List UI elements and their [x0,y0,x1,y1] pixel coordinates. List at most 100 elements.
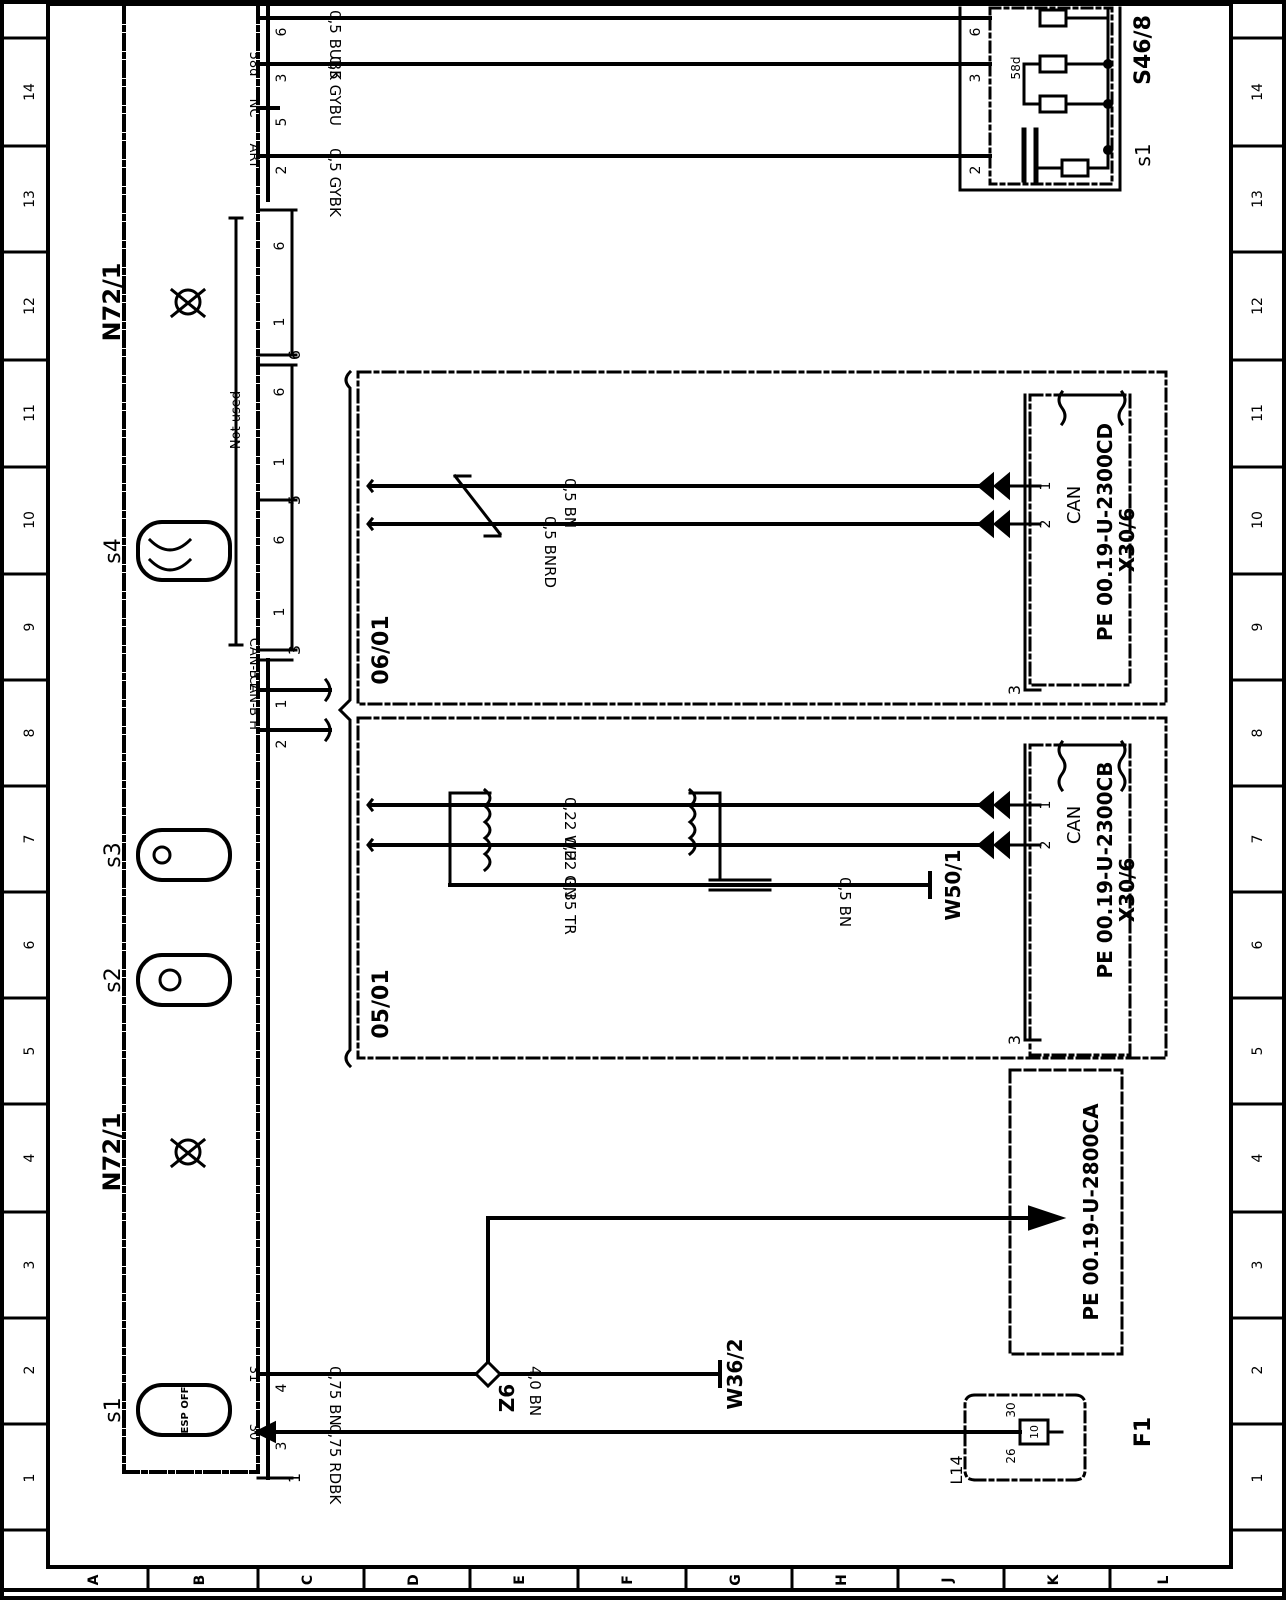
can-pin-1: 1 [1038,801,1054,810]
row-num: 2 [1250,1366,1266,1375]
wire-label-tr: 0,35 TR [561,877,579,935]
row-num: 9 [1250,623,1266,632]
w36-label: W36/2 [723,1338,747,1409]
pin-num: 5 [274,118,290,127]
row-num: 8 [22,729,38,738]
top-wires [256,16,992,158]
row-num: 6 [1250,940,1266,949]
can-ref-0501: PE 00.19-U-2300CB [1093,762,1117,979]
wire-label-wh: 0,22 WH [561,797,579,861]
pin-label-30: 30 [246,1424,261,1441]
pin-label-nc: NC [246,99,261,118]
switch-block-s46-8 [958,6,1122,192]
col-letter: B [192,1575,208,1586]
col-letter: C [300,1575,316,1585]
switch-s3 [136,828,232,882]
wire-label-bn40: 4,0 BN [526,1366,544,1416]
row-num: 4 [22,1153,38,1162]
row-num: 5 [1250,1047,1266,1056]
sub-conn-end: 3 [285,645,304,655]
wire-label-bnrd: 0,5 BNRD [541,516,559,588]
can-conn-0601: X30/6 [1115,508,1139,572]
fuse-26: 26 [1004,1448,1018,1463]
pin-label-58d: 58d [246,52,261,77]
col-letter: F [620,1575,636,1585]
row-num: 10 [22,511,38,529]
can-pin-3: 3 [1005,685,1024,695]
wire-label-bn05-w50: 0,5 BN [836,877,854,927]
row-num: 14 [22,83,38,101]
sub-conn-pin: 6 [272,241,288,250]
s46-pin-3: 3 [968,74,984,83]
can-bus-0601: CAN [1064,486,1085,524]
row-num: 1 [22,1474,38,1483]
can-bus-0501: CAN [1064,806,1085,844]
col-letter: A [86,1574,102,1585]
f1-label: F1 [1131,1417,1156,1447]
wire-label-gn: 0,22 GN [561,837,579,898]
row-num: 12 [22,297,38,315]
row-num: 8 [1250,729,1266,738]
row-num: 12 [1250,297,1266,315]
pin-label-can-l: CAN-B L [246,638,261,691]
transistor-icon-top [169,287,207,319]
can-date-0601: 06/01 [369,615,394,684]
s46-pin-6: 6 [968,27,984,36]
row-num: 5 [22,1047,38,1056]
col-letter: L [1156,1575,1172,1584]
sub-conn-pin: 1 [272,318,288,327]
pin-label-art: ART [246,144,261,169]
wire-label-bubk: 0,5 BUBK [326,10,344,81]
can-pin-3: 3 [1005,1035,1024,1045]
row-num: 10 [1250,511,1266,529]
wire-label-bn075: 0,75 BN [326,1366,344,1426]
ref-box [1008,1068,1124,1356]
n72-label-top: N72/1 [98,263,126,342]
row-num: 9 [22,623,38,632]
ref-box-label: PE 00.19-U-2800CA [1079,1103,1103,1321]
pin-num: 6 [274,27,290,36]
can-date-0501: 05/01 [369,969,394,1038]
wire-rdbk [253,1420,1007,1444]
switch-s1 [136,1383,232,1437]
col-letter: D [406,1574,422,1586]
row-num: 1 [1250,1474,1266,1483]
pin-label-31: 31 [246,1366,261,1383]
w50-label: W50/1 [941,849,965,920]
fuse-30: 30 [1004,1402,1018,1417]
switch-s4 [136,520,232,582]
row-num: 4 [1250,1153,1266,1162]
sub-conn-end: 5 [285,495,304,505]
sub-conn-pin: 6 [272,535,288,544]
wire-label-gybu: 0,5 GYBU [326,56,344,126]
control-unit-n72-1 [122,6,260,1474]
s46-s1-label: s1 [1131,143,1155,166]
row-num: 11 [1250,404,1266,422]
s46-label: S46/8 [1131,15,1156,85]
pin-label-can-h: CAN-B H [246,675,261,730]
n72-label-bottom: N72/1 [98,1113,126,1192]
can-pin-2: 2 [1038,520,1054,529]
fuse-10: 10 [1028,1425,1041,1439]
labels: 1 2 3 4 5 6 7 8 9 10 11 12 13 14 1 2 3 4… [22,10,1266,1586]
wire-label-gybk: 0,5 GYBK [326,148,344,218]
row-num: 13 [22,190,38,208]
col-letter: E [512,1575,528,1585]
col-letter: J [940,1577,956,1583]
sub-connectors [256,208,298,652]
pin-num: 3 [274,1442,290,1451]
can-block-0501 [356,716,1168,1060]
sub-conn-end: 6 [285,350,304,360]
row-num: 11 [22,404,38,422]
sub-conn-pin: 1 [272,608,288,617]
row-num: 13 [1250,190,1266,208]
switch-s1-label: s1 [101,1397,126,1422]
wire-label-bn05: 0,5 BN [561,478,579,528]
row-num: 6 [22,940,38,949]
z6-label: Z6 [495,1384,519,1412]
sub-conn-pin: 6 [272,387,288,396]
pin-num: 2 [274,740,290,749]
switch-s2 [136,953,232,1007]
